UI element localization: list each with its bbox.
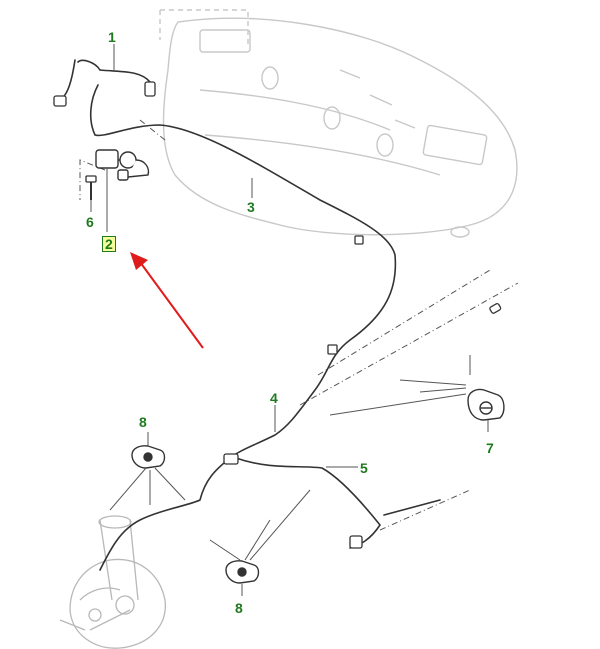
line-clips (53, 81, 502, 549)
callout-4: 4 (270, 390, 278, 406)
leader-dashed-lines (79, 119, 519, 531)
fuel-line (59, 59, 441, 571)
red-indicator-arrow (130, 252, 204, 349)
callout-6: 6 (86, 214, 94, 230)
fuel-tank-outline (159, 9, 518, 238)
callout-leader-lines (109, 44, 471, 561)
callout-8-upper: 8 (139, 414, 147, 430)
callout-3: 3 (247, 199, 255, 215)
callout-1: 1 (108, 29, 116, 45)
callout-5: 5 (360, 460, 368, 476)
damper-part-8-upper (131, 432, 166, 469)
screw-part-6 (85, 175, 97, 212)
callout-7: 7 (486, 440, 494, 456)
callout-8-lower: 8 (235, 600, 243, 616)
damper-part-8-lower (225, 560, 260, 596)
pressure-sensor-part-2 (95, 149, 150, 232)
callout-2: 2 (102, 236, 116, 252)
engine-pump-assembly (59, 515, 166, 649)
clip-part-7 (467, 388, 505, 432)
